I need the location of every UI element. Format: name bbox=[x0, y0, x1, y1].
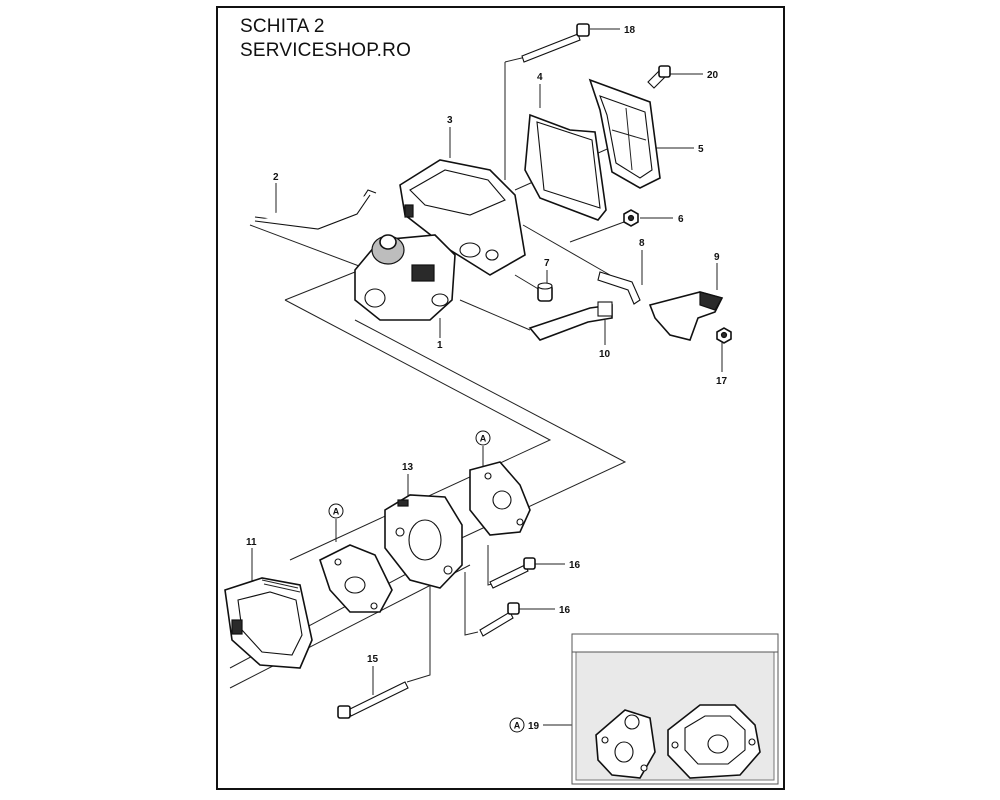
callout-8: 8 bbox=[639, 238, 645, 249]
intake-flange-part-13 bbox=[384, 494, 463, 589]
diagram-subtitle: SERVICESHOP.RO bbox=[240, 40, 412, 61]
nut-part-17 bbox=[716, 327, 732, 344]
callout-11: 11 bbox=[246, 537, 257, 548]
air-housing-part-3 bbox=[399, 159, 526, 276]
callout-1: 1 bbox=[437, 340, 443, 351]
small-bolt-part-20 bbox=[647, 65, 671, 89]
callout-15: 15 bbox=[367, 654, 379, 665]
throttle-rod-part-2 bbox=[254, 189, 377, 230]
gasket-part-a-right bbox=[469, 461, 531, 536]
filter-frame-part-5 bbox=[588, 78, 661, 189]
sleeve-part-7 bbox=[537, 282, 553, 302]
marker-a-top: A bbox=[475, 430, 491, 446]
callout-18: 18 bbox=[624, 25, 636, 36]
link-part-10 bbox=[528, 301, 613, 341]
callout-17: 17 bbox=[716, 376, 728, 387]
gasket-part-a-left bbox=[319, 544, 393, 613]
long-screw-part-15 bbox=[337, 681, 409, 719]
callout-5: 5 bbox=[698, 144, 704, 155]
callout-16-lower: 16 bbox=[559, 605, 571, 616]
callout-4: 4 bbox=[537, 72, 543, 83]
diagram-title: SCHITA 2 bbox=[240, 16, 325, 37]
choke-lever-part-9 bbox=[648, 291, 724, 341]
filter-element-part-4 bbox=[524, 113, 607, 221]
callout-13: 13 bbox=[402, 462, 414, 473]
screw-part-16-upper bbox=[489, 557, 536, 589]
callout-20: 20 bbox=[707, 70, 719, 81]
svg-text:A: A bbox=[480, 434, 487, 444]
gasket-kit-inset bbox=[571, 633, 779, 785]
svg-text:A: A bbox=[333, 507, 340, 517]
marker-a-inset: A bbox=[509, 717, 525, 733]
screw-part-16-lower bbox=[479, 602, 520, 637]
svg-text:A: A bbox=[514, 721, 521, 731]
choke-rod-part-8 bbox=[597, 271, 641, 305]
callout-3: 3 bbox=[447, 115, 453, 126]
long-bolt-part-18 bbox=[521, 23, 590, 63]
carburetor-part-1 bbox=[354, 234, 456, 321]
callout-9: 9 bbox=[714, 252, 720, 263]
callout-16-upper: 16 bbox=[569, 560, 581, 571]
marker-a-middle: A bbox=[328, 503, 344, 519]
callout-7: 7 bbox=[544, 258, 550, 269]
nut-part-6 bbox=[623, 209, 639, 227]
callout-19: 19 bbox=[528, 721, 540, 732]
heat-shield-part-11 bbox=[224, 577, 313, 669]
callout-10: 10 bbox=[599, 349, 611, 360]
callout-2: 2 bbox=[273, 172, 279, 183]
callout-labels: 18 20 4 3 5 2 6 8 7 9 1 10 17 13 11 16 1… bbox=[246, 25, 728, 732]
callout-6: 6 bbox=[678, 214, 684, 225]
